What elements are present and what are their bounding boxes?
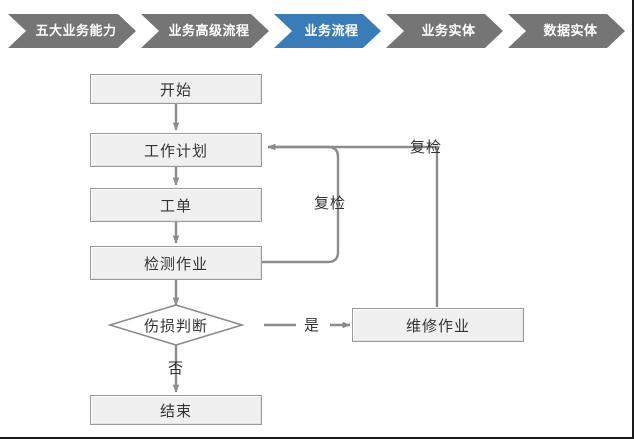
node-repair-task-label: 维修作业 — [405, 317, 470, 335]
node-start[interactable]: 开始 — [90, 74, 262, 104]
breadcrumb-chevron-4[interactable] — [386, 14, 503, 48]
node-work-order-label: 工单 — [159, 197, 192, 215]
node-work-plan[interactable]: 工作计划 — [90, 133, 262, 167]
node-work-order[interactable]: 工单 — [90, 188, 262, 222]
node-inspection-task[interactable]: 检测作业 — [90, 246, 262, 280]
node-start-label: 开始 — [159, 81, 192, 99]
node-inspection-task-label: 检测作业 — [143, 255, 208, 273]
breadcrumb-chevron-2[interactable] — [141, 14, 269, 48]
node-repair-task[interactable]: 维修作业 — [352, 308, 524, 342]
node-work-plan-label: 工作计划 — [143, 142, 208, 160]
breadcrumb-chevron-3[interactable] — [274, 14, 381, 48]
breadcrumb-chevron-5[interactable] — [508, 14, 625, 48]
connector-recheck-inner — [261, 143, 340, 264]
node-end-label: 结束 — [159, 402, 192, 420]
node-decision-shape[interactable] — [107, 304, 245, 346]
connector-recheck-outer — [267, 143, 439, 307]
breadcrumb-shapes — [8, 14, 625, 48]
node-end[interactable]: 结束 — [90, 395, 262, 425]
breadcrumb-chevron-1[interactable] — [8, 14, 136, 48]
